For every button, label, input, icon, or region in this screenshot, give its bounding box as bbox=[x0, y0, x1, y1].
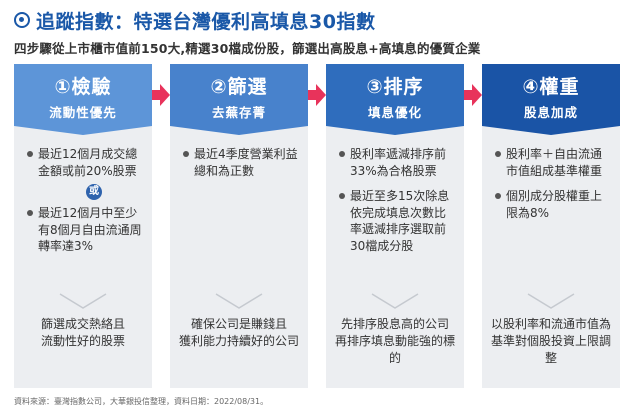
criteria-item: 最近4季度營業利益總和為正數 bbox=[182, 146, 298, 179]
summary-line: 獲利能力持續好的公司 bbox=[178, 334, 299, 348]
summary-line: 先排序股息高的公司 bbox=[340, 317, 449, 331]
chevron-down-icon bbox=[371, 293, 419, 309]
or-badge: 或 bbox=[86, 184, 102, 200]
step-title: ①檢驗 bbox=[54, 76, 112, 98]
step-column-check: ①檢驗 流動性優先 最近12個月成交總金額或前20%股票 或 最近12個月中至少… bbox=[14, 64, 152, 388]
step-subtitle: 去蕪存菁 bbox=[211, 105, 266, 120]
criteria-item: 最近至多15次除息依完成填息次數比率遞減排序選取前30檔成分股 bbox=[338, 188, 454, 254]
summary-line: 再排序填息動能強的標的 bbox=[334, 334, 455, 365]
step-subtitle: 流動性優先 bbox=[49, 105, 117, 120]
step-criteria: 最近4季度營業利益總和為正數 bbox=[170, 146, 308, 179]
target-circle-icon bbox=[14, 12, 30, 28]
page-title: 追蹤指數：特選台灣優利高填息30指數 bbox=[14, 6, 375, 34]
criteria-item: 最近12個月成交總金額或前20%股票 bbox=[26, 146, 142, 179]
chevron-down-icon bbox=[59, 293, 107, 309]
source-note: 資料來源：臺灣指數公司，大華銀投信整理，資料日期：2022/08/31。 bbox=[14, 397, 269, 406]
step-header-sort: ③排序 填息優化 bbox=[326, 64, 464, 126]
step-header-weight: ④權重 股息加成 bbox=[482, 64, 620, 126]
step-title: ④權重 bbox=[522, 76, 580, 98]
header-notch-icon bbox=[170, 126, 308, 135]
criteria-item: 最近12個月中至少有8個月自由流通周轉率達3% bbox=[26, 205, 142, 255]
header-notch-icon bbox=[326, 126, 464, 135]
summary-line: 以股利率和流通市值為 bbox=[490, 317, 611, 331]
step-header-check: ①檢驗 流動性優先 bbox=[14, 64, 152, 126]
arrow-right-icon bbox=[152, 84, 170, 106]
step-column-filter: ②篩選 去蕪存菁 最近4季度營業利益總和為正數 確保公司是賺錢且 獲利能力持續好… bbox=[170, 64, 308, 388]
arrow-right-icon bbox=[464, 84, 482, 106]
page-subtitle: 四步驟從上市櫃市值前150大,精選30檔成份股，篩選出高股息+高填息的優質企業 bbox=[14, 41, 481, 56]
chevron-down-icon bbox=[215, 293, 263, 309]
step-column-weight: ④權重 股息加成 股利率＋自由流通市值組成基準權重 個別成分股權重上限為8% 以… bbox=[482, 64, 620, 388]
step-subtitle: 填息優化 bbox=[367, 105, 422, 120]
header-notch-icon bbox=[482, 126, 620, 135]
arrow-right-icon bbox=[308, 84, 326, 106]
summary-line: 確保公司是賺錢且 bbox=[190, 317, 287, 331]
step-criteria: 股利率＋自由流通市值組成基準權重 個別成分股權重上限為8% bbox=[482, 146, 620, 221]
summary-line: 流動性好的股票 bbox=[40, 334, 125, 348]
page-title-text: 追蹤指數：特選台灣優利高填息30指數 bbox=[36, 10, 376, 33]
step-summary: 確保公司是賺錢且 獲利能力持續好的公司 bbox=[170, 316, 308, 350]
step-subtitle: 股息加成 bbox=[523, 105, 578, 120]
step-criteria: 股利率遞減排序前33%為合格股票 最近至多15次除息依完成填息次數比率遞減排序選… bbox=[326, 146, 464, 254]
step-summary: 先排序股息高的公司 再排序填息動能強的標的 bbox=[326, 316, 464, 367]
summary-line: 篩選成交熱絡且 bbox=[40, 317, 125, 331]
step-column-sort: ③排序 填息優化 股利率遞減排序前33%為合格股票 最近至多15次除息依完成填息… bbox=[326, 64, 464, 388]
step-criteria: 最近12個月成交總金額或前20%股票 或 最近12個月中至少有8個月自由流通周轉… bbox=[14, 146, 152, 255]
step-title: ③排序 bbox=[366, 76, 424, 98]
header-notch-icon bbox=[14, 126, 152, 135]
step-header-filter: ②篩選 去蕪存菁 bbox=[170, 64, 308, 126]
criteria-item: 個別成分股權重上限為8% bbox=[494, 188, 610, 221]
summary-line: 基準對個股投資上限調整 bbox=[490, 334, 611, 365]
step-summary: 以股利率和流通市值為 基準對個股投資上限調整 bbox=[482, 316, 620, 367]
criteria-item: 股利率＋自由流通市值組成基準權重 bbox=[494, 146, 610, 179]
step-summary: 篩選成交熱絡且 流動性好的股票 bbox=[14, 316, 152, 350]
step-title: ②篩選 bbox=[210, 76, 268, 98]
criteria-item: 股利率遞減排序前33%為合格股票 bbox=[338, 146, 454, 179]
chevron-down-icon bbox=[527, 293, 575, 309]
